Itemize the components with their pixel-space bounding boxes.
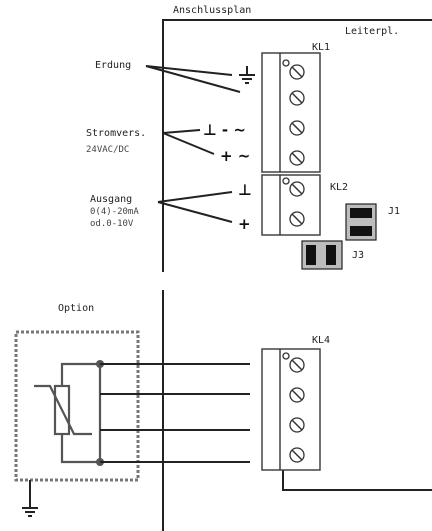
terminal-block-kl2	[261, 174, 321, 236]
label-stromvers: Stromvers.	[86, 128, 146, 139]
terminal-block-kl1	[261, 52, 321, 173]
wire-ausgang-pos	[157, 201, 233, 223]
wire-ausgang-neg	[157, 191, 233, 203]
jumper-j3	[301, 240, 343, 270]
symbol-neg-ac: ⊥ - ~	[203, 121, 246, 139]
wire-erdung-1	[145, 65, 233, 76]
ground-symbol-bottom	[22, 480, 38, 517]
jumper-label-j1: J1	[388, 206, 400, 217]
ground-symbol-top	[239, 66, 255, 84]
wire-erdung-2	[145, 65, 241, 93]
symbol-neg: ⊥	[238, 181, 252, 199]
board-outline-top	[162, 19, 432, 272]
board-label: Leiterpl.	[345, 26, 399, 37]
wire-stromvers-pos	[162, 132, 215, 155]
label-ausgang-range2: od.0-10V	[90, 219, 134, 229]
label-stromvers-spec: 24VAC/DC	[86, 145, 129, 155]
option-module	[14, 330, 140, 482]
jumper-j1	[345, 203, 377, 241]
board-outline-bottom	[282, 470, 432, 491]
terminal-block-kl4	[261, 348, 321, 471]
terminal-label-kl1: KL1	[312, 42, 330, 53]
label-option: Option	[58, 303, 94, 314]
label-ausgang: Ausgang	[90, 194, 132, 205]
label-erdung: Erdung	[95, 60, 131, 71]
terminal-label-kl4: KL4	[312, 335, 330, 346]
wire-stromvers-neg	[162, 129, 201, 134]
diagram-title: Anschlussplan	[173, 5, 251, 16]
symbol-pos: +	[238, 215, 251, 233]
terminal-label-kl2: KL2	[330, 182, 348, 193]
label-ausgang-range1: 0(4)-20mA	[90, 207, 139, 217]
jumper-label-j3: J3	[352, 250, 364, 261]
symbol-pos-ac: + ~	[220, 147, 250, 165]
